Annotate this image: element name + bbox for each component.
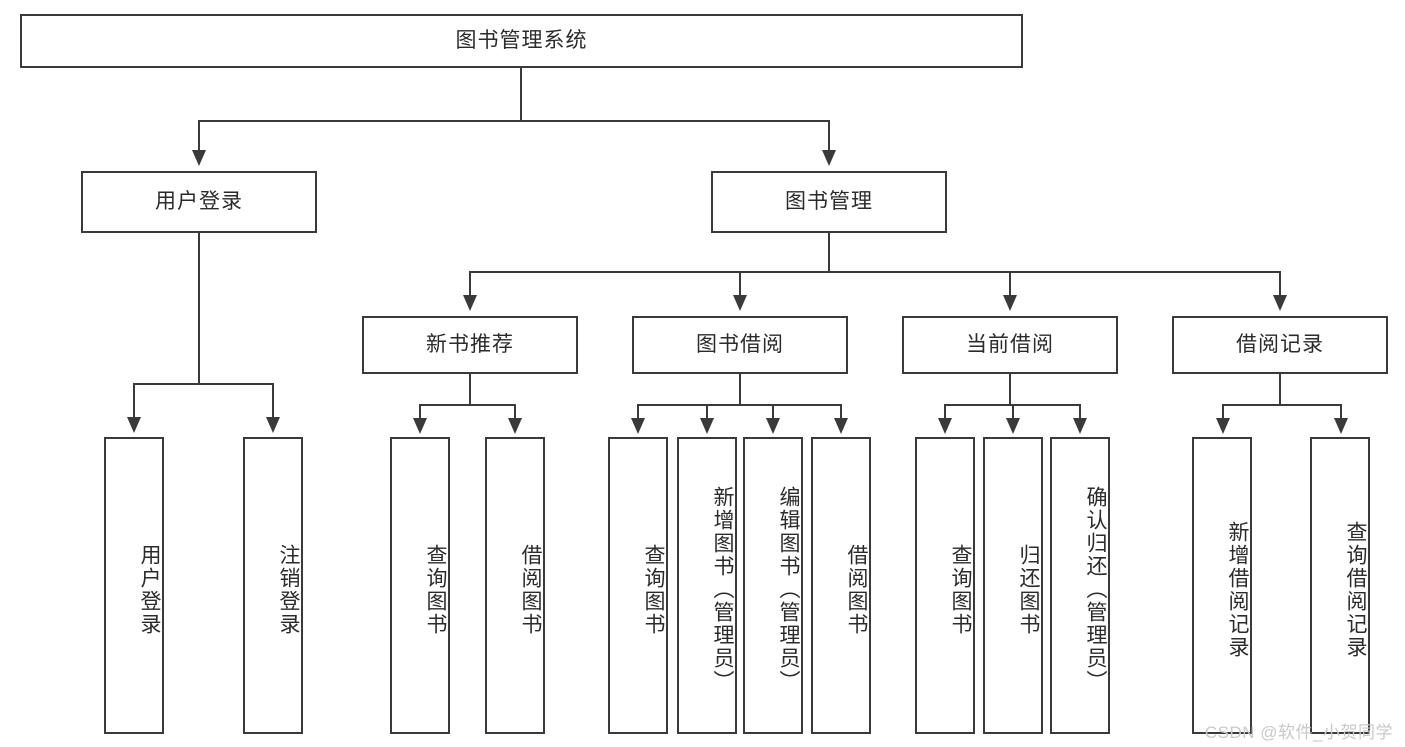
arrowhead-user-login-to-leaf-2 — [266, 417, 280, 433]
arrowhead-current-borrow-to-leaf-3 — [1073, 418, 1087, 434]
connector-current-borrow-to-leaf-3 — [1079, 404, 1081, 420]
arrowhead-bm-to-new-book — [463, 295, 477, 311]
node-new-book-recommend[interactable]: 新书推荐 — [362, 316, 578, 374]
connector-book-borrow-to-leaf-3 — [772, 404, 774, 420]
node-leaf-borrow-book-label: 借阅图书 — [845, 543, 868, 636]
node-leaf-add-book-admin-label: 新增图书（管理员） — [711, 486, 734, 693]
connector-borrow-record-stem — [1279, 374, 1281, 404]
connector-new-book-to-leaf-1 — [419, 404, 421, 420]
node-leaf-add-borrow-record[interactable]: 新增借阅记录 — [1192, 437, 1252, 734]
node-leaf-logout[interactable]: 注销登录 — [243, 437, 303, 734]
node-leaf-return-book[interactable]: 归还图书 — [983, 437, 1043, 734]
connector-book-management-bus — [469, 271, 1281, 273]
connector-borrow-record-to-leaf-1 — [1222, 404, 1224, 420]
node-leaf-confirm-return-admin-label: 确认归还（管理员） — [1084, 486, 1107, 693]
arrowhead-book-borrow-to-leaf-1 — [631, 418, 645, 434]
connector-borrow-record-to-leaf-2 — [1340, 404, 1342, 420]
connector-bm-to-book-borrow — [739, 271, 741, 297]
node-book-management-label: 图书管理 — [785, 190, 873, 214]
node-leaf-add-borrow-record-label: 新增借阅记录 — [1226, 520, 1249, 659]
connector-current-borrow-to-leaf-1 — [944, 404, 946, 420]
arrowhead-user-login-to-leaf-1 — [127, 417, 141, 433]
arrowhead-book-borrow-to-leaf-4 — [834, 418, 848, 434]
node-leaf-query-book-current[interactable]: 查询图书 — [915, 437, 975, 734]
node-user-login[interactable]: 用户登录 — [81, 171, 317, 233]
arrowhead-new-book-to-leaf-2 — [508, 418, 522, 434]
connector-root-stem — [520, 68, 522, 120]
connector-root-to-user-login — [198, 120, 200, 152]
node-leaf-query-book-current-label: 查询图书 — [949, 543, 972, 636]
node-leaf-borrow-book-recommend-label: 借阅图书 — [519, 543, 542, 636]
node-borrow-record-label: 借阅记录 — [1236, 333, 1324, 357]
node-leaf-confirm-return-admin[interactable]: 确认归还（管理员） — [1050, 437, 1110, 734]
node-leaf-query-book-recommend[interactable]: 查询图书 — [390, 437, 450, 734]
connector-book-borrow-to-leaf-1 — [637, 404, 639, 420]
node-leaf-user-login-label: 用户登录 — [138, 543, 161, 636]
node-book-management[interactable]: 图书管理 — [711, 171, 947, 233]
connector-book-borrow-stem — [739, 374, 741, 404]
node-leaf-edit-book-admin-label: 编辑图书（管理员） — [777, 486, 800, 693]
connector-user-login-bus — [133, 383, 272, 385]
node-leaf-add-book-admin[interactable]: 新增图书（管理员） — [677, 437, 737, 734]
connector-book-management-stem — [828, 233, 830, 271]
node-root-book-management-system[interactable]: 图书管理系统 — [20, 14, 1023, 68]
connector-new-book-to-leaf-2 — [514, 404, 516, 420]
node-leaf-borrow-book-recommend[interactable]: 借阅图书 — [485, 437, 545, 734]
arrowhead-bm-to-borrow-record — [1273, 295, 1287, 311]
arrowhead-bm-to-current-borrow — [1003, 295, 1017, 311]
connector-book-borrow-to-leaf-2 — [706, 404, 708, 420]
node-current-borrow[interactable]: 当前借阅 — [902, 316, 1118, 374]
arrowhead-current-borrow-to-leaf-1 — [938, 418, 952, 434]
arrowhead-borrow-record-to-leaf-1 — [1216, 418, 1230, 434]
connector-current-borrow-stem — [1009, 374, 1011, 404]
connector-borrow-record-bus — [1222, 404, 1342, 406]
node-leaf-logout-label: 注销登录 — [277, 543, 300, 636]
connector-bm-to-borrow-record — [1279, 271, 1281, 297]
connector-user-login-to-leaf-2 — [272, 383, 274, 419]
node-new-book-recommend-label: 新书推荐 — [426, 333, 514, 357]
node-leaf-query-book-borrow[interactable]: 查询图书 — [608, 437, 668, 734]
node-leaf-query-book-recommend-label: 查询图书 — [424, 543, 447, 636]
node-borrow-record[interactable]: 借阅记录 — [1172, 316, 1388, 374]
arrowhead-borrow-record-to-leaf-2 — [1334, 418, 1348, 434]
node-book-borrow-label: 图书借阅 — [696, 333, 784, 357]
connector-root-bus — [198, 120, 830, 122]
node-book-borrow[interactable]: 图书借阅 — [632, 316, 848, 374]
node-leaf-edit-book-admin[interactable]: 编辑图书（管理员） — [743, 437, 803, 734]
connector-bm-to-current-borrow — [1009, 271, 1011, 297]
arrowhead-root-to-user-login — [192, 150, 206, 166]
node-root-label: 图书管理系统 — [455, 29, 588, 53]
arrowhead-root-to-book-management — [822, 150, 836, 166]
node-leaf-query-borrow-record[interactable]: 查询借阅记录 — [1310, 437, 1370, 734]
connector-book-borrow-to-leaf-4 — [840, 404, 842, 420]
node-leaf-query-borrow-record-label: 查询借阅记录 — [1344, 520, 1367, 659]
connector-user-login-stem — [198, 233, 200, 383]
arrowhead-bm-to-book-borrow — [733, 295, 747, 311]
node-leaf-user-login[interactable]: 用户登录 — [104, 437, 164, 734]
watermark-csdn: CSDN @软件_小贺同学 — [1204, 723, 1393, 742]
arrowhead-new-book-to-leaf-1 — [413, 418, 427, 434]
node-leaf-borrow-book[interactable]: 借阅图书 — [811, 437, 871, 734]
node-current-borrow-label: 当前借阅 — [966, 333, 1054, 357]
connector-bm-to-new-book — [469, 271, 471, 297]
connector-root-to-book-management — [828, 120, 830, 152]
connector-book-borrow-bus — [637, 404, 841, 406]
arrowhead-current-borrow-to-leaf-2 — [1006, 418, 1020, 434]
arrowhead-book-borrow-to-leaf-2 — [700, 418, 714, 434]
connector-new-book-stem — [469, 374, 471, 404]
node-user-login-label: 用户登录 — [155, 190, 243, 214]
arrowhead-book-borrow-to-leaf-3 — [766, 418, 780, 434]
node-leaf-return-book-label: 归还图书 — [1017, 543, 1040, 636]
connector-new-book-bus — [419, 404, 515, 406]
connector-user-login-to-leaf-1 — [133, 383, 135, 419]
connector-current-borrow-to-leaf-2 — [1012, 404, 1014, 420]
node-leaf-query-book-borrow-label: 查询图书 — [642, 543, 665, 636]
